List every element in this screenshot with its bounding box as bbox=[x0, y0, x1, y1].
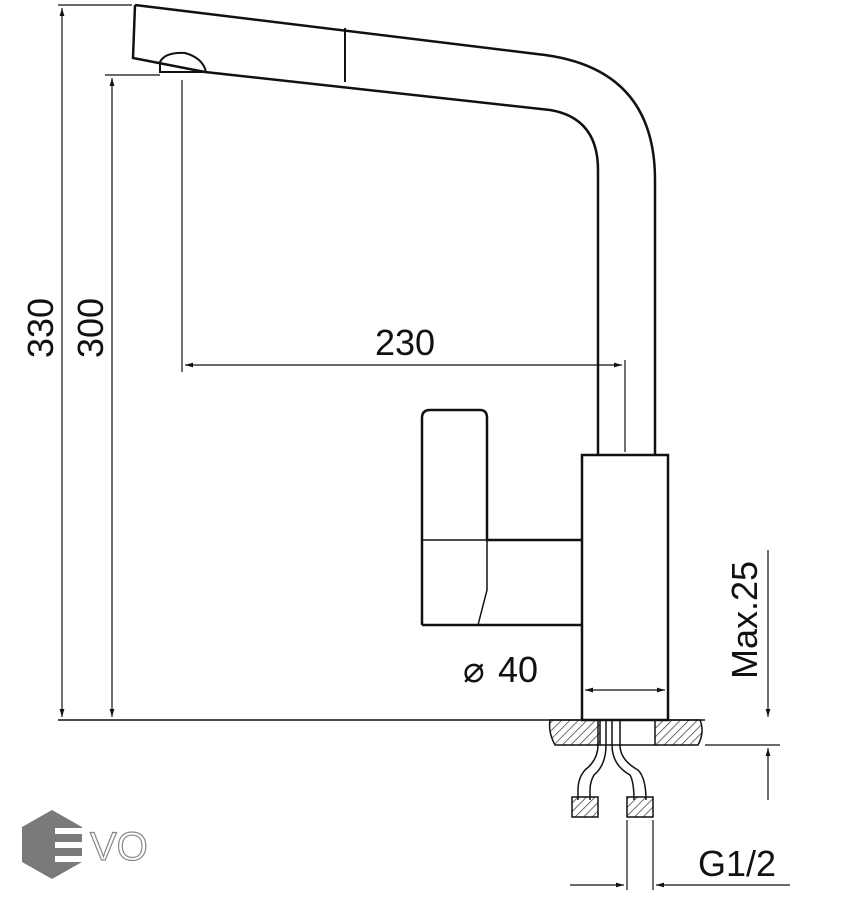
dim-max-thickness: Max.25 bbox=[724, 561, 765, 679]
diameter-symbol: ⌀ bbox=[463, 649, 485, 690]
countertop-section bbox=[548, 719, 703, 746]
evo-logo: VO bbox=[22, 810, 148, 879]
spout bbox=[131, 3, 657, 455]
faucet-body bbox=[420, 408, 670, 722]
lever-handle bbox=[420, 408, 582, 625]
dim-base-diameter: 40 bbox=[498, 649, 538, 690]
aerator-nozzle bbox=[159, 51, 208, 73]
dim-spout-reach: 230 bbox=[375, 322, 435, 363]
dim-spout-height: 300 bbox=[70, 298, 111, 358]
logo-text: VO bbox=[90, 825, 148, 869]
supply-hoses bbox=[571, 720, 654, 818]
dim-connection-thread: G1/2 bbox=[698, 843, 776, 884]
dimension-lines bbox=[58, 4, 790, 890]
dim-total-height: 330 bbox=[20, 298, 61, 358]
